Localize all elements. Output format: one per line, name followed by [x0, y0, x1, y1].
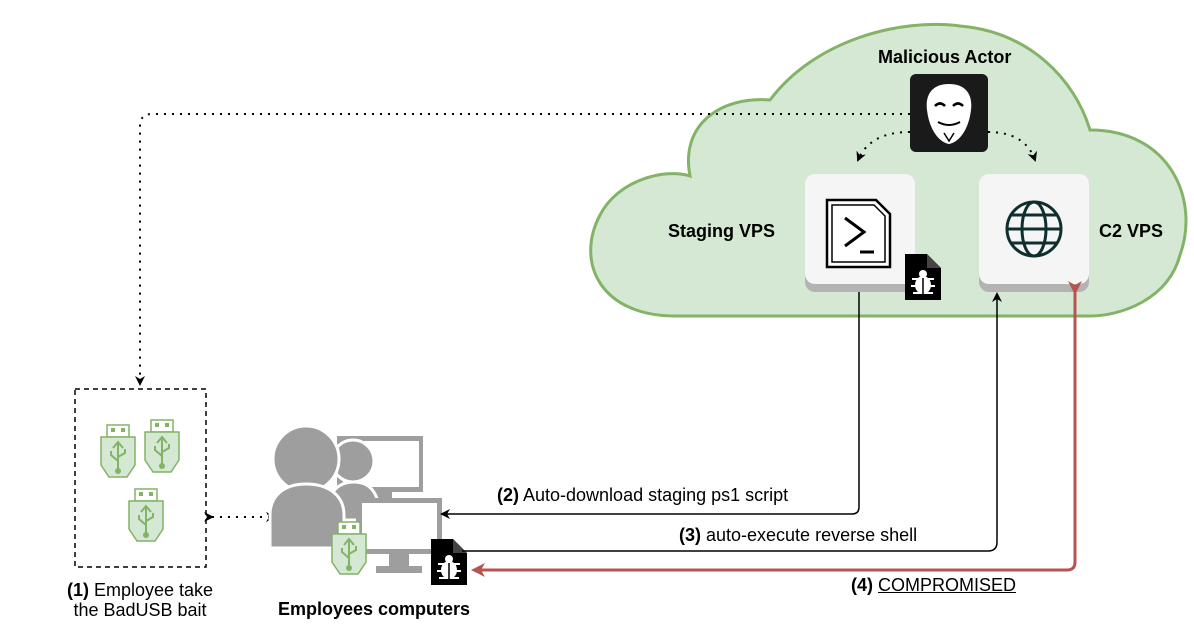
flow-3-arrow: [462, 292, 1002, 552]
flow-2-label: (2) Auto-download staging ps1 script: [497, 485, 788, 505]
flow-2-text: Auto-download staging ps1 script: [519, 485, 789, 505]
bait-box: [74, 388, 207, 568]
step-number: (1): [66, 580, 89, 600]
usb-stick-icon: [100, 424, 136, 478]
bait-caption-line1: Employee take: [88, 580, 214, 600]
powershell-icon: [825, 198, 892, 269]
bug-file-icon: [430, 538, 468, 586]
actor-to-staging-connector: [856, 131, 911, 162]
actor-label: Malicious Actor: [878, 47, 1012, 67]
anonymous-mask-icon: [910, 74, 988, 152]
flow-2-arrow: [440, 292, 860, 519]
flow-4-text: COMPROMISED: [878, 575, 1017, 595]
flow-4-arrow: [471, 281, 1082, 577]
bait-caption: (1) Employee take the BadUSB bait: [40, 580, 240, 620]
users-computers-icon: [268, 424, 442, 573]
c2-vps-label: C2 VPS: [1099, 221, 1164, 241]
bait-caption-line2: the BadUSB bait: [73, 600, 207, 620]
flow-4-label: (4) COMPROMISED: [851, 575, 1016, 595]
step-number: (3): [679, 525, 701, 545]
flow-3-label: (3) auto-execute reverse shell: [679, 525, 917, 545]
step-number: (2): [497, 485, 519, 505]
actor-to-bait-connector: [135, 113, 910, 386]
globe-icon: [1005, 200, 1063, 258]
usb-stick-icon: [128, 488, 164, 542]
employees-label: Employees computers: [278, 599, 471, 619]
flow-3-text: auto-execute reverse shell: [701, 525, 918, 545]
staging-vps-label: Staging VPS: [668, 221, 776, 241]
usb-stick-icon: [144, 419, 180, 473]
c2-vps-box: [979, 174, 1089, 292]
step-number: (4): [851, 575, 873, 595]
